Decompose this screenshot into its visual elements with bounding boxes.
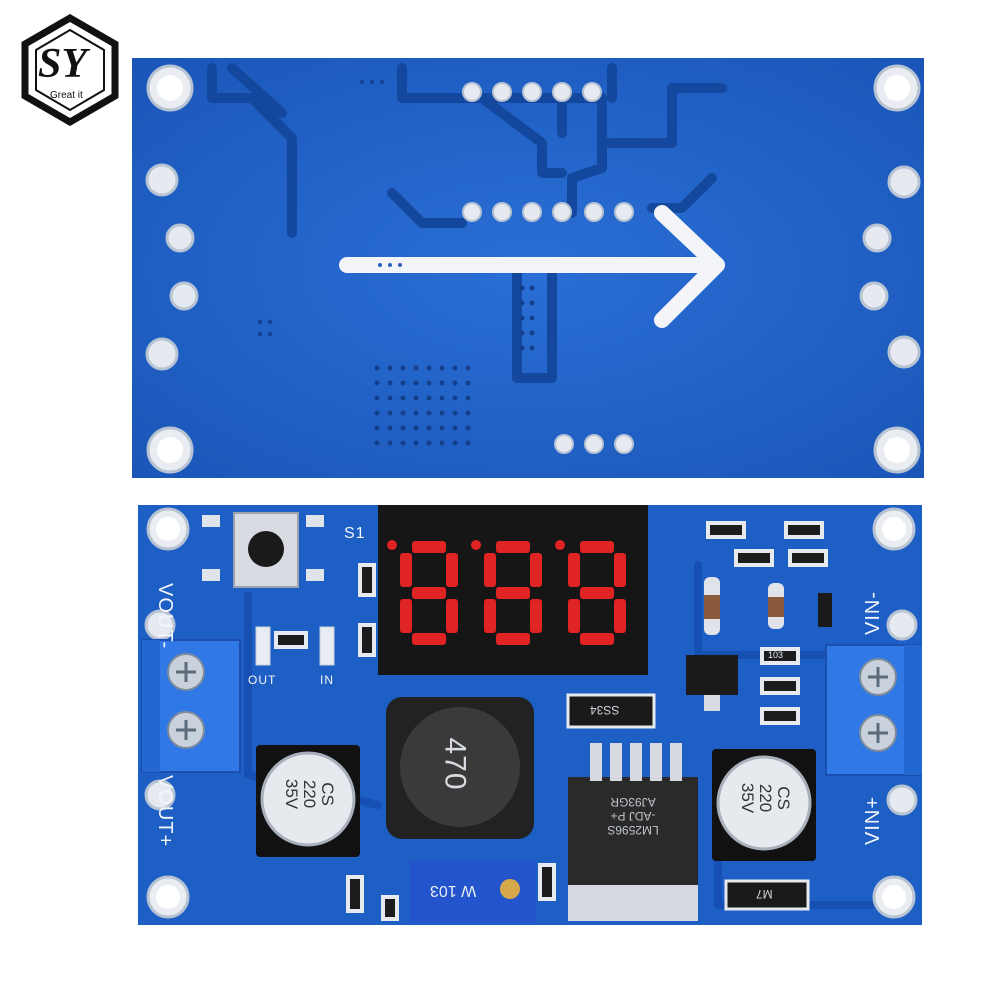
capacitor-left [256,745,360,857]
brand-logo: SY Great it [14,13,126,127]
digit-1-segment [446,599,458,633]
seven-segment-display [378,505,648,675]
digit-2-segment [484,553,496,587]
ic-line-2: -ADJ P+ [610,809,656,823]
logo-tagline: Great it [50,90,83,101]
digit-2-segment [530,553,542,587]
digit-3-segment [580,541,614,553]
digit-1-segment [412,633,446,645]
cap-left-line-1: CS [318,782,337,806]
hexagon-badge-icon [21,13,119,127]
digit-1-segment [400,553,412,587]
push-button [202,512,324,588]
digit-2-segment [496,587,530,599]
digit-2-segment [484,599,496,633]
potentiometer [410,861,536,923]
pcb-front-side: VOUT- VOUT+ VIN- VIN+ OUT IN S1 470 CS 2… [138,505,923,925]
cap-right-line-1: CS [774,786,793,810]
label-vin-plus: VIN+ [862,795,884,845]
digit-1-dot [387,540,397,550]
diode2-marking: M7 [756,887,773,901]
inductor-marking: 470 [438,737,472,791]
pcb-back-side [132,58,924,478]
digit-3-segment [568,553,580,587]
capacitor-right [712,749,816,861]
cap-right-line-3: 35V [738,782,757,814]
digit-3-segment [580,633,614,645]
digit-2-dot [471,540,481,550]
label-out: OUT [248,673,277,687]
terminal-block-right [825,644,923,776]
logo-brand: SY [38,41,88,87]
digit-2-segment [530,599,542,633]
digit-3-segment [614,553,626,587]
digit-3-segment [614,599,626,633]
digit-2-segment [496,633,530,645]
arrow-icon [339,205,725,328]
digit-3-segment [568,599,580,633]
ic-marking: LM2596S -ADJ P+ AJ93GR [578,795,688,837]
digit-3-dot [555,540,565,550]
cap-right-marking: CS 220 35V [738,773,793,823]
label-s1: S1 [344,525,366,542]
digit-2-segment [496,541,530,553]
ic-line-1: LM2596S [607,823,659,837]
digit-1-segment [446,553,458,587]
cap-left-marking: CS 220 35V [282,769,337,819]
ic-line-3: AJ93GR [610,795,656,809]
digit-1-segment [412,541,446,553]
resistor-marking: 103 [768,650,784,660]
diode-marking: SS34 [590,703,620,717]
label-vin-minus: VIN- [862,591,884,635]
pot-marking: W 103 [430,882,477,899]
regulator-ic [568,743,698,921]
cap-left-line-2: 220 [300,779,319,809]
digit-1-segment [400,599,412,633]
label-in: IN [320,673,334,687]
terminal-block-left [141,639,241,773]
mounting-holes [146,64,921,474]
digit-3-segment [580,587,614,599]
cap-right-line-2: 220 [756,783,775,813]
via-grid [258,80,535,446]
cap-left-line-3: 35V [282,778,301,810]
inductor [386,697,534,839]
digit-1-segment [412,587,446,599]
label-vout-minus: VOUT- [154,583,176,650]
label-vout-plus: VOUT+ [154,775,176,848]
